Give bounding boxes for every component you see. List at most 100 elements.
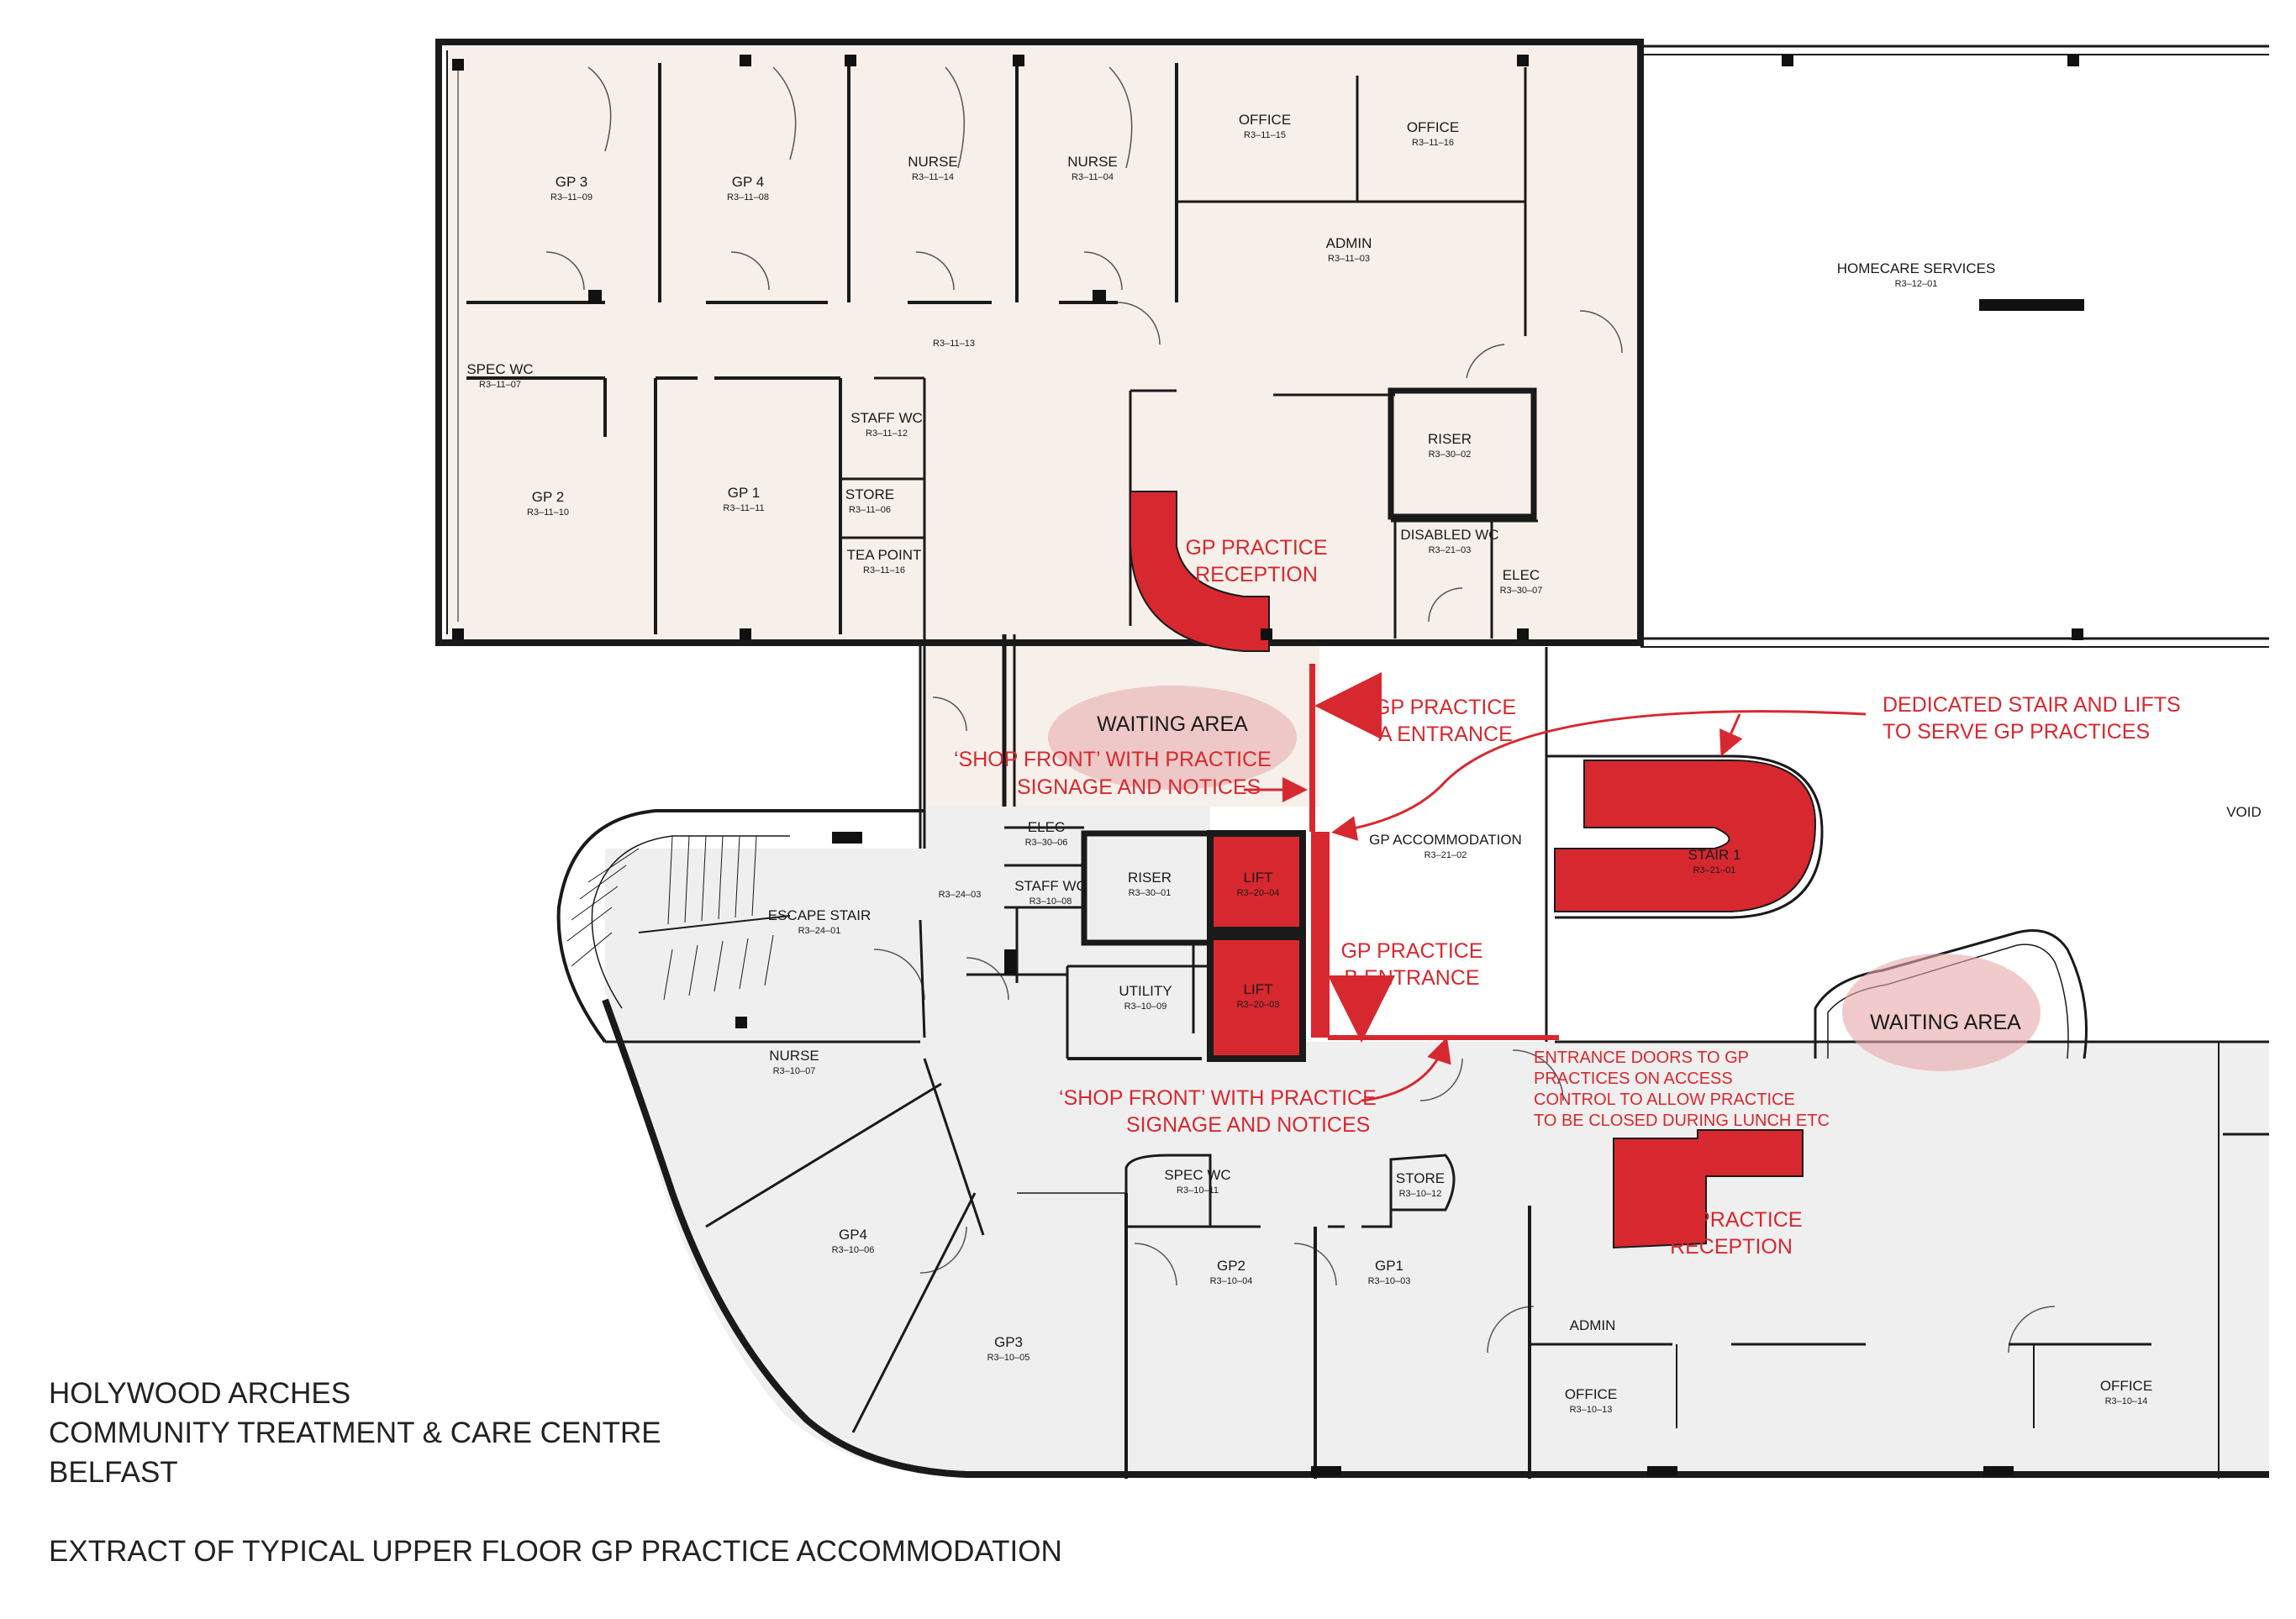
room-code: R3–10–03 xyxy=(1368,1276,1411,1286)
doors-note-line2: PRACTICES ON ACCESS xyxy=(1534,1070,1733,1088)
room-name: DISABLED WC xyxy=(1400,527,1498,543)
room-name: ESCAPE STAIR xyxy=(768,907,872,923)
title-line-2: COMMUNITY TREATMENT & CARE CENTRE xyxy=(49,1417,661,1449)
room-name: GP4 xyxy=(839,1227,867,1243)
lift-shaft-4 xyxy=(1207,830,1306,933)
room-name: VOID xyxy=(2226,804,2262,820)
room-code: R3–11–09 xyxy=(550,192,592,202)
room-code: R3–20–03 xyxy=(1237,1000,1280,1010)
waiting-lower-label: WAITING AREA xyxy=(1870,1011,2021,1034)
doors-note-line1: ENTRANCE DOORS TO GP xyxy=(1534,1049,1749,1067)
riser-upper-box xyxy=(1388,387,1537,520)
room-name: NURSE xyxy=(908,154,958,170)
core-floor xyxy=(920,807,1210,1042)
waiting-upper-label: WAITING AREA xyxy=(1097,712,1248,736)
waiting-pod-lower xyxy=(1814,929,2088,1059)
room-name: ADMIN xyxy=(1570,1317,1616,1333)
reception-upper-line2: RECEPTION xyxy=(1195,563,1318,586)
title-line-3: BELFAST xyxy=(49,1456,178,1489)
room-name: STAIR 1 xyxy=(1688,847,1741,863)
room-name: SPEC WC xyxy=(1164,1167,1230,1183)
room-code: R3–11–08 xyxy=(727,192,769,202)
room-name: ELEC xyxy=(1503,567,1540,583)
room-code: R3–10–09 xyxy=(1124,1001,1167,1012)
room-name: LIFT xyxy=(1244,870,1273,886)
reception-lower-line1: GP PRACTICE xyxy=(1660,1208,1802,1232)
room-name: GP ACCOMMODATION xyxy=(1369,832,1522,848)
waiting-area-lower-highlight xyxy=(1842,954,2041,1071)
room-code: R3–11–11 xyxy=(723,503,764,513)
entrance-b-line2: B ENTRANCE xyxy=(1344,966,1479,990)
room-code: R3–10–13 xyxy=(1570,1405,1613,1415)
room-name: HOMECARE SERVICES xyxy=(1837,260,1996,276)
stair-note-line1: DEDICATED STAIR AND LIFTS xyxy=(1883,693,2181,717)
room-name: STAFF WC xyxy=(1014,878,1087,894)
room-code: R3–21–01 xyxy=(1693,865,1736,875)
room-code: R3–11–15 xyxy=(1244,130,1286,140)
room-name: TEA POINT xyxy=(847,547,922,563)
room-name: GP 3 xyxy=(556,174,587,190)
entrance-a-line1: GP PRACTICE xyxy=(1374,696,1516,719)
shopfront-upper-line1: ‘SHOP FRONT’ WITH PRACTICE xyxy=(954,748,1272,771)
stair-1-outline xyxy=(1555,754,1824,919)
shopfront-lower-line2: SIGNAGE AND NOTICES xyxy=(1126,1113,1370,1137)
room-code: R3–11–06 xyxy=(849,505,891,515)
room-code: R3–10–05 xyxy=(987,1353,1030,1363)
annotation-arrows xyxy=(1244,672,1867,1102)
lower-wing-walls xyxy=(602,919,2269,1479)
lift-shaft-3 xyxy=(1207,933,1306,1062)
room-code: R3–11–12 xyxy=(866,428,908,439)
room-name: SPEC WC xyxy=(466,361,533,377)
shopfront-lower-line1: ‘SHOP FRONT’ WITH PRACTICE xyxy=(1059,1086,1377,1110)
room-name: ELEC xyxy=(1028,819,1065,835)
room-code: R3–10–07 xyxy=(773,1066,816,1076)
room-code: R3–30–06 xyxy=(1025,838,1068,848)
core-walls xyxy=(790,634,1647,1060)
room-code: R3–10–11 xyxy=(1177,1185,1219,1196)
room-name: OFFICE xyxy=(2100,1378,2152,1394)
drawing-subtitle: EXTRACT OF TYPICAL UPPER FLOOR GP PRACTI… xyxy=(49,1535,1062,1568)
reception-upper-line1: GP PRACTICE xyxy=(1185,536,1327,560)
room-name: GP1 xyxy=(1375,1258,1403,1274)
room-name: NURSE xyxy=(1067,154,1118,170)
doors-note-line3: CONTROL TO ALLOW PRACTICE xyxy=(1534,1091,1795,1109)
room-code: R3–11–13 xyxy=(933,339,975,349)
room-code: R3–21–03 xyxy=(1429,545,1472,555)
room-name: LIFT xyxy=(1244,981,1273,997)
room-code: R3–11–10 xyxy=(527,507,569,518)
entrance-a-line2: A ENTRANCE xyxy=(1378,723,1513,746)
structural-columns xyxy=(452,55,2084,1476)
red-annotations: GP PRACTICE RECEPTION WAITING AREA ‘SHOP… xyxy=(954,536,2181,1259)
title-block: HOLYWOOD ARCHES COMMUNITY TREATMENT & CA… xyxy=(49,1377,1062,1568)
room-code: R3–10–08 xyxy=(1030,896,1072,907)
room-code: R3–30–07 xyxy=(1500,586,1543,596)
room-code: R3–10–12 xyxy=(1399,1189,1442,1199)
room-code: R3–30–01 xyxy=(1129,888,1172,898)
room-code: R3–21–02 xyxy=(1424,850,1467,860)
room-name: STORE xyxy=(1396,1170,1445,1186)
room-code: R3–11–04 xyxy=(1072,172,1114,182)
room-code: R3–20–04 xyxy=(1237,888,1280,898)
entrance-b-line1: GP PRACTICE xyxy=(1340,939,1482,963)
waiting-area-upper-highlight xyxy=(1048,686,1297,790)
room-name: ADMIN xyxy=(1326,235,1372,251)
reception-desk-upper xyxy=(1130,491,1270,652)
room-name: UTILITY xyxy=(1119,983,1172,999)
room-code: R3–24–01 xyxy=(798,926,841,936)
room-name: GP3 xyxy=(994,1334,1023,1350)
room-name: OFFICE xyxy=(1239,112,1291,128)
room-name: STAFF WC xyxy=(850,410,923,426)
room-code: R3–10–06 xyxy=(832,1245,875,1255)
room-name: GP 1 xyxy=(728,485,760,501)
shopfront-upper-line2: SIGNAGE AND NOTICES xyxy=(1017,775,1261,799)
red-front-line-core xyxy=(1311,832,1330,1038)
upper-wing-walls xyxy=(435,39,2269,849)
room-name: OFFICE xyxy=(1407,119,1459,135)
room-code: R3–11–14 xyxy=(912,172,954,182)
room-name: GP 4 xyxy=(732,174,764,190)
red-front-line-upper xyxy=(1309,664,1315,832)
reception-lower-line2: RECEPTION xyxy=(1670,1235,1793,1259)
room-code: R3–30–02 xyxy=(1429,449,1472,460)
room-code: R3–11–07 xyxy=(479,380,521,390)
